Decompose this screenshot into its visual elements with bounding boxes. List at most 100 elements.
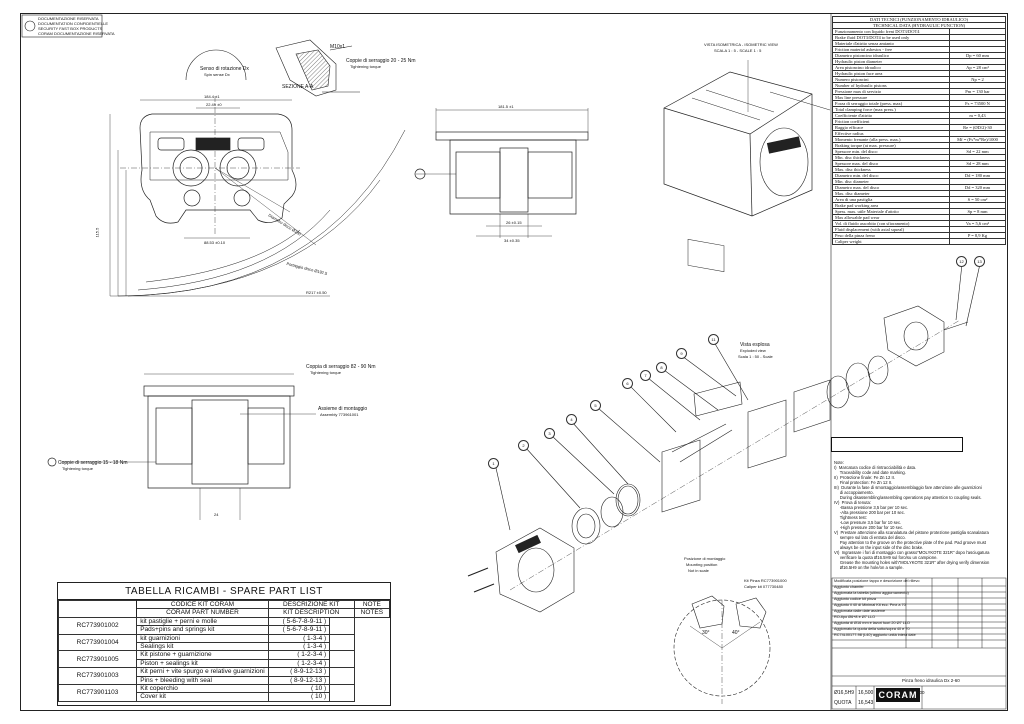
kit-items-en: ( 1-3-4 ) [267,642,331,652]
kit-desc-en: Piston + sealings kit [136,658,269,669]
caliper-kit-label: Kit Pinza RC773901000 [744,578,787,583]
kit-code: RC773901002 [57,616,138,635]
tolerance-value-1: 16,500 [858,690,874,696]
exploded-scale-label: Scala 1 : 50 - Scale [738,354,773,359]
callout-11: 11 [708,334,719,345]
mounting-position-label: Posizione di montaggio [684,556,726,561]
drawing-sheet-border [20,13,1008,711]
kit-code: RC773901004 [57,633,138,652]
kit-desc-it: Kit pistone + guarnizione [136,650,269,660]
iso-piston-cap [759,127,809,197]
angle-40-label: 40° [732,630,740,636]
kit-items-en: ( 10 ) [267,692,331,702]
confidential-line-4: CORAM DOCUMENTAZIONE RISERVATA [38,31,115,36]
header-desc-it: DESCRIZIONE KIT [267,599,355,610]
tech-label: Caliper weight [832,238,950,245]
note-line: VI) Ingrassare i fori di montaggio con g… [834,550,990,555]
kit-desc-en: Pins + bleeding with seal [136,675,269,686]
iso-view-label: VISTA ISOMETRICA - ISOMETRIC VIEW [704,42,778,47]
kit-desc-en: Pads+pins and springs kit [136,625,269,635]
note-line: Grease the mounting holes with"MOLYKOTE … [834,560,990,565]
callout-2: 2 [518,440,529,451]
bottom-view-caliper [47,373,316,520]
note-line: I) Marcatura codice di rintracciabilità … [834,465,917,470]
quota-label: QUOTA [834,700,852,706]
bolt-size-label: M10x1 [330,44,346,50]
note-line: -Bassa pressione 3,5 bar per 10 sec. [834,505,909,510]
assembly-label: Assieme di montaggio [318,406,368,412]
callout-7: 7 [640,370,651,381]
exploded-body-right [883,305,945,367]
side-piston-left [455,151,501,199]
note-line: During disassembling/assembling operatio… [834,495,982,500]
exploded-view-label: Vista esplosa [740,342,770,348]
table-row: Pads+pins and springs kit( 5-6-7-8-9-11 … [59,625,390,635]
callout-1: 1 [488,458,499,469]
revision-entry: Aggiunta di Ø16 mm e lavori fuori 20 Ø7 … [834,621,910,625]
top-torque-label-en: Tightening torque [350,64,381,69]
kit-code: RC773901103 [57,684,138,702]
confidential-icon [24,20,36,32]
revision-entry: Aggiunto codice kit pinza [834,597,877,601]
note-line: sempre sul lato di entrata del disco. [834,535,906,540]
side-piston-right [527,151,573,199]
kit-desc-it: Kit coperchio [136,684,269,694]
coram-logo-relief [195,137,231,151]
mid-torque-label: Coppia di serraggio 82 - 90 Nm [306,364,376,370]
note-line: -Alta pressione 200 bar per 10 sec. [834,510,905,515]
dim-side-26: 26 ±0.15 [506,220,522,225]
note-line: Pay attention to the groove on the prote… [834,540,987,545]
seal-ring-part [615,483,641,517]
revision-entry: Aggiornata la tabella (ultimo aggiorname… [834,591,909,595]
pad-plate-outer [747,399,787,469]
callout-5: 5 [590,400,601,411]
note-line: Tightness test: [834,515,867,520]
left-torque-label-en: Tightening torque [62,466,93,471]
table-row: Pins + bleeding with seal( 8-9-12-13 ) [59,675,390,686]
title-block: Modificata posizione tappo e descrizione… [832,578,1006,709]
note-line: II) Protezione finale: Fe Zn 12 II. [834,475,895,480]
dim-width: 184.4 ±1 [204,94,220,99]
caliper-kit-label-en: Caliper kit 077730480 [744,584,783,589]
right-piston [845,362,871,398]
kit-items-en: ( 5-6-7-8-9-11 ) [267,625,331,635]
anti-squeal-shim [693,381,743,417]
kit-items-en: ( 1-2-3-4 ) [267,658,331,669]
dim-side-34: 34 ±0.35 [504,238,520,243]
angle-30-label: 30° [702,630,710,636]
exploded-view [467,263,981,613]
header-note-en: NOTES [353,608,391,618]
revision-entry: Aggiornato la quota della sotto/sopra 40… [834,627,910,631]
dim-radius: R217 ±0.50 [306,290,327,295]
callout-9: 9 [676,348,687,359]
tech-row: Caliper weight [832,238,1006,245]
caliper-body-outline [139,113,297,224]
kit-items-it: ( 5-6-7-8-9-11 ) [267,616,331,627]
kit-desc-it: kit guarnizioni [136,633,269,644]
kit-desc-it: Kit perni + vite spurgo e relative guarn… [136,667,269,677]
section-a-a [185,39,360,97]
header-note-it: NOTE [353,599,391,610]
assembly-code-label: Assembly 773961001 [320,412,359,417]
tolerance-value-2: 16,543 [858,700,874,706]
note-line: di accoppiamento. [834,490,874,495]
dim-side-width: 181.5 ±1 [498,104,514,109]
spare-part-table: TABELLA RICAMBI - SPARE PART LIST CODICE… [57,582,391,706]
kit-items-it: ( 10 ) [267,684,331,694]
notes-block: Note: I) Marcatura codice di rintracciab… [834,460,1004,570]
revision-entry: Aggiunto chamfer [834,585,864,589]
iso-outline [663,71,813,217]
kit-items-it: ( 8-9-12-13 ) [267,667,331,677]
confidential-line-3: SECURITY FAST BOX PRODUCTS [38,26,103,31]
note-line: verificare la quota Ø16.5H9 sul foro/su … [834,555,938,560]
bottom-piston-left [155,407,193,465]
revision-entry: Aggiunto il 40 di Minimal Kit ecc. Pmx a… [834,603,906,607]
pad-plate-inner [661,439,701,513]
confidential-line-2: DOCUMENTATION CONFIDENTIELLE [38,21,109,26]
kit-code: RC773901003 [57,667,138,686]
callout-8: 8 [656,362,667,373]
